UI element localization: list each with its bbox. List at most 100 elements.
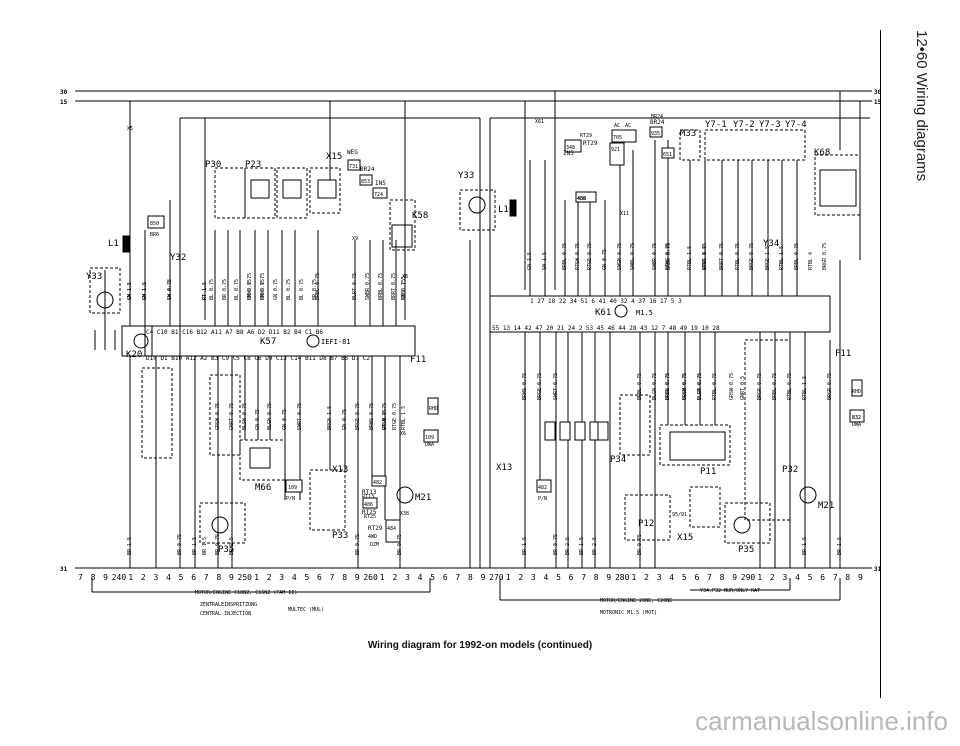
bottom-number: 7	[581, 573, 586, 582]
label-br24-right: BR24	[650, 119, 665, 126]
bottom-number: 5	[179, 573, 184, 582]
wire-label-ground: BR 2.5	[229, 537, 235, 555]
wire-label-mid: GN 0.75	[282, 409, 288, 430]
wire-label-left: SW 0.75	[167, 279, 173, 300]
boxed-code: 853	[361, 179, 370, 185]
label-x13-right: X13	[496, 463, 512, 473]
small-label: P/N	[286, 496, 295, 502]
wire-label-left: BRBL 0.75	[315, 273, 321, 300]
label-x15: X15	[326, 152, 342, 162]
small-label: RT25	[364, 514, 376, 520]
wire-label-left: GN 1.5	[142, 282, 148, 300]
bottom-number: 5	[556, 573, 561, 582]
boxed-code: 348	[566, 145, 575, 151]
wire-label-top-right: BRRT 0.75	[719, 243, 725, 270]
boxed-code: 651	[663, 152, 672, 158]
wire-label-top-right: RTWS 0.75	[665, 243, 671, 270]
bottom-number: 3	[405, 573, 410, 582]
boxed-code: 832	[852, 415, 861, 421]
l1-coil-icon	[122, 235, 130, 253]
x15-connector-icon	[317, 179, 337, 199]
wire-label-top-right: SW 1.5	[542, 252, 548, 270]
bottom-number: 2	[770, 573, 775, 582]
rail-label-15-right: 15	[874, 99, 882, 106]
bottom-number: 3	[783, 573, 788, 582]
label-y33-right: Y33	[458, 171, 474, 181]
wire-label-mid: GRSW 0.75	[215, 403, 221, 430]
wire-label-mid: SWRT 0.75	[297, 403, 303, 430]
label-l1: L1	[108, 239, 119, 249]
label-weg: WEG	[347, 149, 358, 156]
label-m21: M21	[415, 493, 431, 503]
bottom-number: 240	[112, 573, 127, 582]
label-k61-tag: M1.5	[636, 309, 653, 317]
bottom-number: 2	[141, 573, 146, 582]
footer-mid-span: Y34,P32 NUR/ONLY KAT	[700, 588, 760, 594]
wire-label-right: BRWS 0.75	[522, 373, 528, 400]
boxed-code: 486	[577, 196, 586, 202]
label-k58: K58	[412, 211, 428, 221]
label-p12: P12	[638, 519, 654, 529]
k61-module-icon	[614, 304, 628, 318]
bottom-number: 3	[279, 573, 284, 582]
p35-sensor-icon	[211, 516, 229, 534]
k57-module-icon	[306, 334, 320, 348]
label-p11: P11	[700, 467, 716, 477]
boxed-code: 486	[364, 502, 373, 508]
bottom-number: 250	[238, 573, 253, 582]
wire-label-ground: BR 0.75	[637, 534, 643, 555]
bottom-number: 9	[732, 573, 737, 582]
wire-label-top-right: RTBL 1.5	[779, 246, 785, 270]
bottom-number: 9	[355, 573, 360, 582]
label-p32: P32	[782, 465, 798, 475]
m66-motor-icon	[249, 447, 271, 469]
wire-label-top-right: BRBL 0.75	[562, 243, 568, 270]
label-f11-right: F11	[835, 349, 851, 359]
label-br24-left: BR24	[360, 166, 375, 173]
bottom-number: 6	[443, 573, 448, 582]
wire-label-top-right: RTGE 0.75	[587, 243, 593, 270]
boxed-code: 724	[374, 192, 383, 198]
wire-label-top-right: RTBL 0.75	[702, 243, 708, 270]
boxed-code: 935	[651, 131, 660, 137]
footer-right-sub: MOTRONIC M1.5 (MOT)	[600, 610, 657, 616]
wire-label-left: SWBR 0.75	[365, 273, 371, 300]
bottom-number: 5	[430, 573, 435, 582]
wire-label-left: BL 0.75	[286, 279, 292, 300]
boxed-code: 482	[577, 196, 586, 202]
wire-label-top-right: SWBL 0.75	[630, 243, 636, 270]
wire-label-top-right: GN 0.75	[602, 249, 608, 270]
wire-label-left: SWWS 0.75	[260, 273, 266, 300]
wire-label-left: BR 0.75	[312, 279, 318, 300]
bottom-number: 8	[468, 573, 473, 582]
bottom-number: 1	[632, 573, 637, 582]
rail-label-31: 31	[60, 566, 68, 573]
small-label: X5	[127, 126, 133, 132]
wire-label-left: BRBL 0.75	[378, 273, 384, 300]
m21-motor-icon-right	[799, 486, 817, 504]
wire-label-ground: BR 0.75	[177, 534, 183, 555]
bottom-number: 4	[166, 573, 171, 582]
bottom-number: 7	[330, 573, 335, 582]
wire-label-top-right: SWBR 0.75	[652, 243, 658, 270]
bottom-number: 3	[657, 573, 662, 582]
wire-label-ground: BR 1.5	[579, 537, 585, 555]
rail-label-15: 15	[60, 99, 68, 106]
wire-label-mid: RTSW 0.75	[382, 403, 388, 430]
boxed-code: 731	[349, 164, 358, 170]
m21-motor-icon	[396, 486, 414, 504]
bottom-number: 2	[393, 573, 398, 582]
small-label: RT13	[362, 494, 374, 500]
bottom-number: 290	[741, 573, 756, 582]
wire-label-top-right: BRGR 0.75	[822, 243, 828, 270]
wire-label-left: SW 1.5	[142, 282, 148, 300]
small-label: BR6	[150, 232, 159, 238]
label-f11: F11	[410, 355, 426, 365]
wire-label-ground: BR 1.5	[802, 537, 808, 555]
wire-label-top-right: BRBL 0.75	[794, 243, 800, 270]
bottom-number: 1	[506, 573, 511, 582]
bottom-number: 8	[845, 573, 850, 582]
wire-label-ground: BR 0.75	[553, 534, 559, 555]
